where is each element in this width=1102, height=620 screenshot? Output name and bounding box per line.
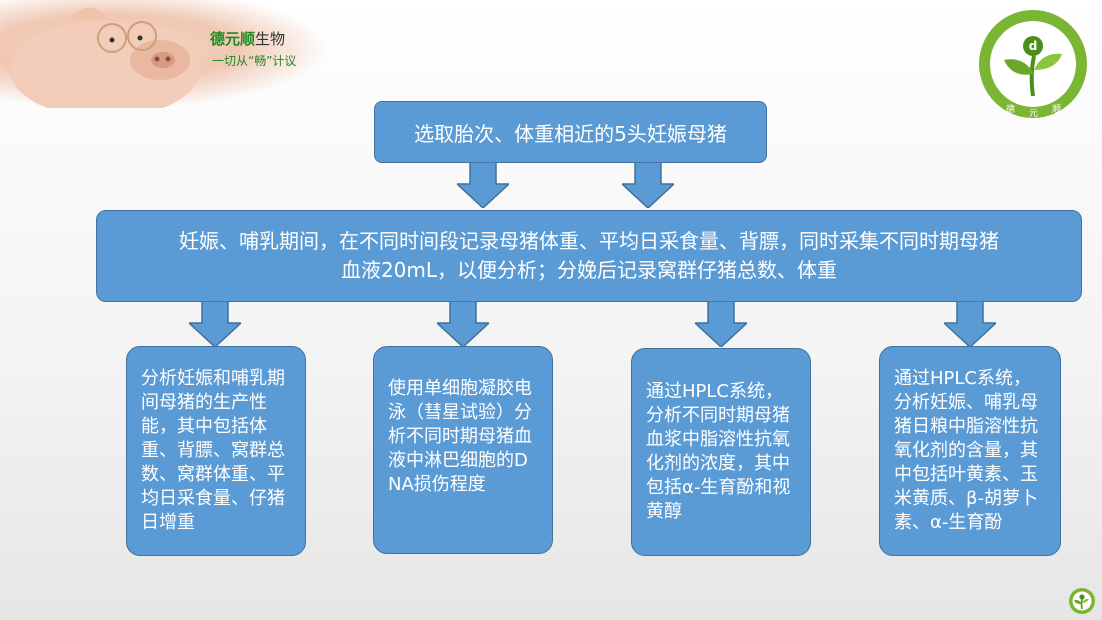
analysis-card-text: 通过HPLC系统，分析妊娠、哺乳母猪日粮中脂溶性抗氧化剂的含量，其中包括叶黄素、… [894, 368, 1038, 533]
analysis-card-text: 使用单细胞凝胶电泳（彗星试验）分析不同时期母猪血液中淋巴细胞的DNA损伤程度 [388, 378, 532, 495]
analysis-card-text: 通过HPLC系统，分析不同时期母猪血浆中脂溶性抗氧化剂的浓度，其中包括α-生育酚… [646, 381, 791, 522]
brand-name: 德元顺生物 [210, 28, 285, 49]
flow-step-record-line2: 血液20mL，以便分析；分娩后记录窝群仔猪总数、体重 [340, 258, 838, 282]
analysis-card-plasma-antioxidants: 通过HPLC系统，分析不同时期母猪血浆中脂溶性抗氧化剂的浓度，其中包括α-生育酚… [631, 348, 811, 556]
flow-step-record-line1: 妊娠、哺乳期间，在不同时间段记录母猪体重、平均日采食量、背膘，同时采集不同时期母… [179, 229, 999, 253]
brand-slogan: 一切从“畅”计议 [212, 54, 297, 68]
company-logo-icon: Bio-Technology d 德 元 顺 [979, 10, 1087, 119]
brand-name-main: 德元顺 [210, 30, 256, 48]
down-arrow-icon [695, 301, 747, 347]
logo-char-2: 元 [1029, 109, 1038, 119]
down-arrow-icon [457, 162, 509, 208]
flow-step-record-data: 妊娠、哺乳期间，在不同时间段记录母猪体重、平均日采食量、背膘，同时采集不同时期母… [96, 210, 1082, 302]
down-arrow-icon [622, 162, 674, 208]
brand-name-sub: 生物 [255, 30, 286, 48]
down-arrow-icon [944, 301, 996, 347]
flow-step-select-sows: 选取胎次、体重相近的5头妊娠母猪 [374, 101, 767, 163]
down-arrow-icon [437, 301, 489, 347]
logo-char-3: 顺 [1052, 104, 1061, 115]
analysis-card-comet-assay: 使用单细胞凝胶电泳（彗星试验）分析不同时期母猪血液中淋巴细胞的DNA损伤程度 [373, 346, 553, 554]
analysis-card-production-performance: 分析妊娠和哺乳期间母猪的生产性能，其中包括体重、背膘、窝群总数、窝群体重、平均日… [126, 346, 306, 556]
analysis-card-text: 分析妊娠和哺乳期间母猪的生产性能，其中包括体重、背膘、窝群总数、窝群体重、平均日… [141, 368, 285, 533]
down-arrow-icon [189, 301, 241, 347]
svg-text:d: d [1029, 39, 1038, 53]
analysis-card-diet-antioxidants: 通过HPLC系统，分析妊娠、哺乳母猪日粮中脂溶性抗氧化剂的含量，其中包括叶黄素、… [879, 346, 1061, 556]
corner-logo-icon [1069, 588, 1095, 614]
pig-photo [0, 0, 325, 108]
logo-char-1: 德 [1006, 103, 1015, 115]
pig-illustration [10, 7, 200, 108]
